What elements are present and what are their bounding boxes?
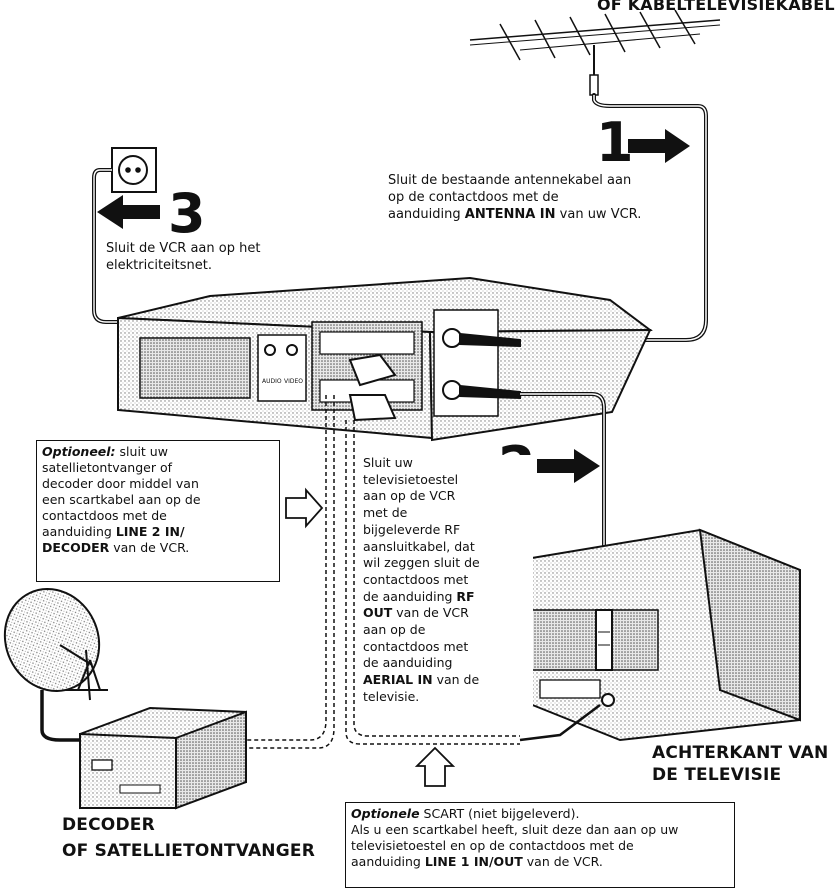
vcr-icon — [117, 276, 653, 442]
arrow-right-icon — [628, 129, 690, 163]
note-line: Optionele SCART (niet bijgeleverd). — [351, 806, 580, 821]
television-icon — [519, 528, 801, 742]
antenna-label: OF KABELTELEVISIEKABEL — [597, 0, 835, 14]
vcr-panel-audio-label: AUDIO — [262, 378, 282, 385]
tv-back-label-line: DE TELEVISIE — [652, 765, 782, 785]
step-2-line: OUT van de VCR — [363, 605, 469, 621]
note-line: decoder door middel van — [42, 476, 199, 491]
step-2-line: televisietoestel — [363, 471, 459, 487]
step-2-line: met de — [363, 505, 408, 521]
step-2-line: de aanduiding — [363, 655, 453, 671]
tv-back-label: ACHTERKANT VAN DE TELEVISIE — [652, 742, 828, 786]
note-line: Als u een scartkabel heeft, sluit deze d… — [351, 822, 679, 837]
decoder-label-line: DECODER — [62, 815, 155, 835]
step-1-text: Sluit de bestaande antennekabel aan op d… — [388, 172, 718, 223]
note-line: DECODER van de VCR. — [42, 540, 190, 555]
step-2-line: televisie. — [363, 688, 420, 704]
step-3-line: Sluit de VCR aan op het — [106, 241, 261, 256]
step-1-line: aanduiding ANTENNA IN van uw VCR. — [388, 207, 642, 222]
satellite-dish-icon — [3, 588, 108, 701]
arrow-left-icon — [97, 195, 160, 229]
note-line: televisietoestel en op de contactdoos me… — [351, 838, 634, 853]
step-1-line: op de contactdoos met de — [388, 190, 559, 205]
decoder-label-line: OF SATELLIETONTVANGER — [62, 841, 315, 861]
step-2-line: aan op de VCR — [363, 488, 456, 504]
step-2-line: contactdoos met — [363, 638, 469, 654]
step-3-line: elektriciteitsnet. — [106, 258, 212, 273]
step-2-line: de aanduiding RF — [363, 588, 475, 604]
note-line: aanduiding LINE 2 IN/ — [42, 524, 185, 539]
step-2-line: aansluitkabel, dat — [363, 538, 475, 554]
vcr-panel-video-label: VIDEO — [284, 378, 303, 385]
optional-scart-note: Optionele SCART (niet bijgeleverd). Als … — [345, 802, 735, 888]
step-2-line: Sluit uw — [363, 455, 413, 470]
step-3-number: 3 — [168, 182, 206, 245]
note-line: contactdoos met de — [42, 508, 167, 523]
note-line: Optioneel: sluit uw — [42, 444, 168, 459]
note-line: een scartkabel aan op de — [42, 492, 201, 507]
decoder-label: DECODER OF SATELLIETONTVANGER — [62, 814, 315, 862]
antenna-icon — [469, 9, 721, 96]
step-1-line: Sluit de bestaande antennekabel aan — [388, 173, 632, 188]
note-line: satellietontvanger of — [42, 460, 173, 475]
step-2-line: AERIAL IN van de — [363, 672, 480, 688]
optional-decoder-note: Optioneel: sluit uw satellietontvanger o… — [36, 440, 280, 582]
step-2-line: aan op de — [363, 622, 426, 638]
step-1-number: 1 — [596, 111, 634, 174]
wall-socket-icon — [111, 147, 157, 193]
step-2-line: wil zeggen sluit de — [363, 555, 480, 571]
note-line: aanduiding LINE 1 IN/OUT van de VCR. — [351, 854, 603, 869]
step-2-line: contactdoos met — [363, 571, 469, 587]
arrow-right-icon — [537, 449, 600, 483]
decoder-box-icon — [79, 706, 247, 810]
tv-back-label-line: ACHTERKANT VAN — [652, 743, 829, 763]
step-3-text: Sluit de VCR aan op het elektriciteitsne… — [106, 240, 316, 274]
hollow-arrow-right-icon — [285, 487, 324, 529]
hollow-arrow-up-icon — [414, 746, 456, 787]
step-2-line: bijgeleverde RF — [363, 521, 461, 537]
step-2-text: Sluit uw televisietoestel aan op de VCR … — [363, 455, 533, 706]
